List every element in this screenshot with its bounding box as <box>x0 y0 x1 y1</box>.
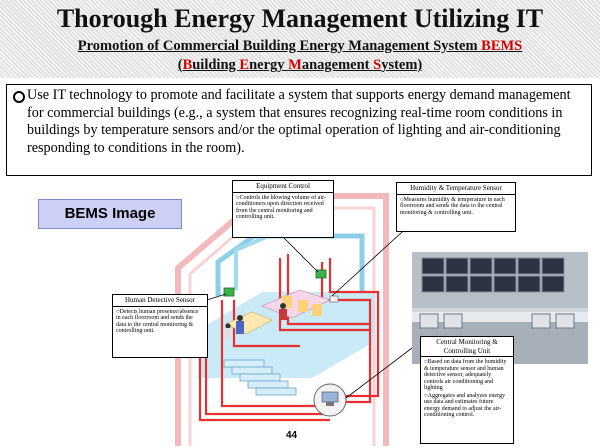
callout-title: Central Monitoring & Controlling Unit <box>421 337 513 357</box>
signal-wiring <box>198 254 380 422</box>
subtitle-fragment: M <box>288 57 302 73</box>
subtitle-fragment: anagement <box>301 57 374 73</box>
humidity-sensor-device <box>329 295 339 303</box>
bems-image-label: BEMS Image <box>38 199 182 229</box>
subtitle-line-2: (Building Energy Management System) <box>0 57 600 74</box>
central-monitoring-device <box>313 383 347 417</box>
bullet-circle-icon <box>13 91 25 103</box>
callout-text: ○Measures humidity & temperature in each… <box>400 196 505 216</box>
subtitle-fragment: nergy <box>249 57 289 73</box>
human-sensor-callout: Human Detective Sensor ○Detects human pr… <box>112 294 208 358</box>
equipment-control-callout: Equipment Control ○Controls the blowing … <box>232 180 334 238</box>
description-box: Use IT technology to promote and facilit… <box>6 84 592 176</box>
subtitle-acronym: BEMS <box>481 38 523 54</box>
control-room-photo <box>412 252 588 364</box>
callout-title: Humidity & Temperature Sensor <box>397 183 515 195</box>
subtitle-fragment: ( <box>177 57 183 73</box>
subtitle-line-1: Promotion of Commercial Building Energy … <box>0 38 600 55</box>
air-duct <box>215 233 365 296</box>
human-sensor-device <box>223 287 235 297</box>
callout-text: ○Aggregates and analyzes energy use data… <box>424 392 505 419</box>
subtitle-fragment: B <box>182 57 193 73</box>
equipment-control-device <box>315 269 327 279</box>
subtitle-fragment: uilding <box>192 57 240 73</box>
occupants <box>224 303 287 339</box>
floor-plane <box>198 292 374 378</box>
stairs <box>223 359 297 396</box>
callout-title: Human Detective Sensor <box>113 295 207 307</box>
subtitle-text: Promotion of Commercial Building Energy … <box>77 38 478 54</box>
callout-title: Equipment Control <box>233 181 333 193</box>
central-monitoring-callout: Central Monitoring & Controlling Unit ○B… <box>420 336 514 444</box>
humidity-sensor-callout: Humidity & Temperature Sensor ○Measures … <box>396 182 516 232</box>
subtitle-fragment: S <box>373 57 382 73</box>
description-text: Use IT technology to promote and facilit… <box>27 87 571 156</box>
control-room-illustration <box>412 252 588 364</box>
page-number: 44 <box>286 430 298 441</box>
subtitle-fragment: E <box>239 57 250 73</box>
callout-text: ○Based on data from the humidity & tempe… <box>424 359 507 391</box>
callout-text: ○Detects human presence/absence in each … <box>116 308 199 335</box>
subtitle-fragment: ystem) <box>381 57 423 73</box>
slide-title: Thorough Energy Management Utilizing IT <box>56 4 544 33</box>
callout-text: ○Controls the blowing volume of air-cond… <box>236 194 326 221</box>
title-banner <box>0 0 600 78</box>
